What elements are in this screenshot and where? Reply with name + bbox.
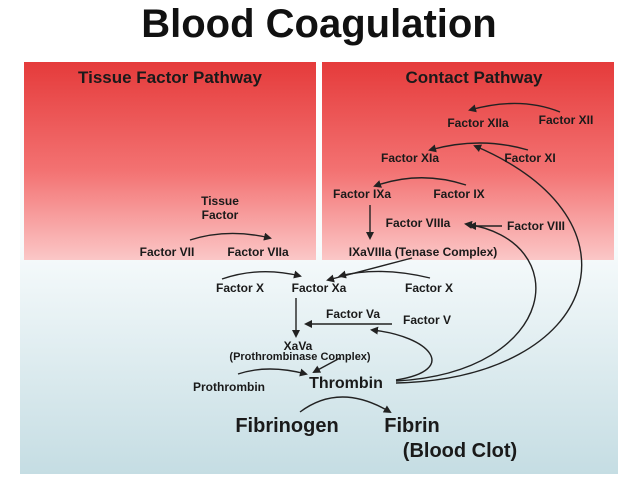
label-factor-ixa: Factor IXa xyxy=(332,187,392,201)
arrow-tenase-to-xa xyxy=(326,257,413,283)
arrow-ix-to-ixa xyxy=(373,177,467,188)
label-tissue-factor: Tissue Factor xyxy=(201,194,239,222)
label-tenase-complex: IXaVIIIa (Tenase Complex) xyxy=(348,245,498,259)
label-factor-viiia: Factor VIIIa xyxy=(385,216,451,230)
feedback-thrombin-to-v xyxy=(370,326,433,381)
label-xava: XaVa xyxy=(283,339,313,353)
label-factor-v: Factor V xyxy=(402,313,452,327)
arrow-x-to-xa-right xyxy=(338,270,431,279)
label-blood-clot: (Blood Clot) xyxy=(402,440,518,462)
label-factor-viia: Factor VIIa xyxy=(227,245,289,259)
label-factor-xiia: Factor XIIa xyxy=(447,116,509,130)
feedback-thrombin-to-viii xyxy=(395,220,537,382)
contact-pathway-header: Contact Pathway xyxy=(405,68,543,87)
arrow-vii-to-viia xyxy=(189,232,272,241)
label-prothrombinase-complex: (Prothrombinase Complex) xyxy=(229,351,371,363)
label-factor-xi: Factor XI xyxy=(504,151,556,165)
label-factor-va: Factor Va xyxy=(325,307,381,321)
label-factor-viii: Factor VIII xyxy=(506,219,566,233)
label-factor-x-right: Factor X xyxy=(404,281,454,295)
tissue-factor-panel xyxy=(24,62,316,260)
arrow-xava-to-thrombin xyxy=(312,357,341,373)
feedback-thrombin-to-xi xyxy=(395,144,583,384)
label-fibrin: Fibrin xyxy=(384,415,440,437)
label-factor-vii: Factor VII xyxy=(139,245,195,259)
arrow-prothrombin-to-thrombin xyxy=(237,368,308,377)
label-factor-xii: Factor XII xyxy=(538,113,594,127)
arrow-xii-to-xiia xyxy=(468,102,561,113)
label-factor-ix: Factor IX xyxy=(433,187,485,201)
label-factor-x-left: Factor X xyxy=(215,281,265,295)
arrow-x-to-xa-left xyxy=(221,270,302,280)
label-prothrombin: Prothrombin xyxy=(193,380,265,394)
tissue-factor-pathway-header: Tissue Factor Pathway xyxy=(78,68,262,87)
label-factor-xia: Factor XIa xyxy=(380,151,440,165)
label-fibrinogen: Fibrinogen xyxy=(235,415,339,437)
label-thrombin: Thrombin xyxy=(309,375,383,392)
label-factor-xa: Factor Xa xyxy=(291,281,347,295)
arrow-fibrinogen-to-fibrin xyxy=(299,396,392,414)
page-title: Blood Coagulation xyxy=(141,2,497,46)
arrow-xi-to-xia xyxy=(428,142,529,153)
